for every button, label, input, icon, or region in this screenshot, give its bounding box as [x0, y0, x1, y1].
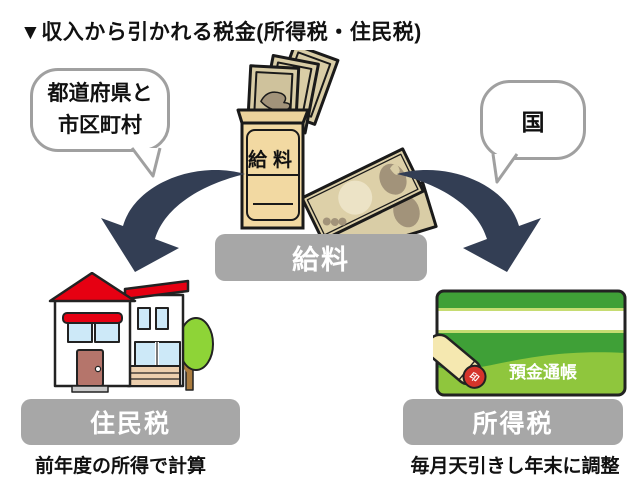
house-door	[76, 349, 104, 387]
house-awning	[62, 312, 123, 324]
income-tax-banner: 所得税	[403, 399, 623, 445]
income-tax-banner-label: 所得税	[472, 410, 554, 438]
page-title: ▼収入から引かれる税金(所得税・住民税)	[20, 21, 422, 44]
bubble-left-line2: 市区町村	[58, 114, 142, 137]
bubble-national: 国	[480, 80, 586, 184]
house-small-window-1	[137, 307, 151, 330]
bubble-right-label: 国	[521, 109, 545, 135]
house-small-window-2	[155, 307, 169, 330]
house-awning-window-2	[94, 322, 120, 343]
curved-arrow-right-icon	[397, 169, 541, 272]
curved-arrow-left-icon	[101, 169, 245, 272]
house-doorstep	[71, 385, 109, 393]
house-awning-window-1	[67, 322, 93, 343]
salary-banner-label: 給料	[292, 245, 350, 275]
house-illustration	[48, 272, 214, 393]
salary-banner: 給料	[215, 234, 427, 281]
envelope-label: 給料	[248, 148, 298, 171]
hanko-stamp-icon: 印	[433, 333, 487, 389]
bubble-left-tail	[130, 147, 162, 178]
house-gable-roof	[48, 272, 137, 303]
passbook-illustration: 預金通帳 印	[433, 289, 627, 397]
bubble-left-line1: 都道府県と	[47, 82, 153, 105]
resident-tax-caption: 前年度の所得で計算	[34, 456, 206, 477]
envelope-icon: 給料	[236, 108, 310, 230]
bubble-right-tail	[491, 153, 519, 184]
bubble-prefecture-municipality: 都道府県と 市区町村	[30, 68, 170, 178]
resident-tax-banner-label: 住民税	[89, 410, 171, 438]
passbook-label: 預金通帳	[509, 362, 577, 382]
resident-tax-banner: 住民税	[21, 399, 240, 445]
income-tax-caption: 毎月天引きし年末に調整	[410, 456, 620, 477]
